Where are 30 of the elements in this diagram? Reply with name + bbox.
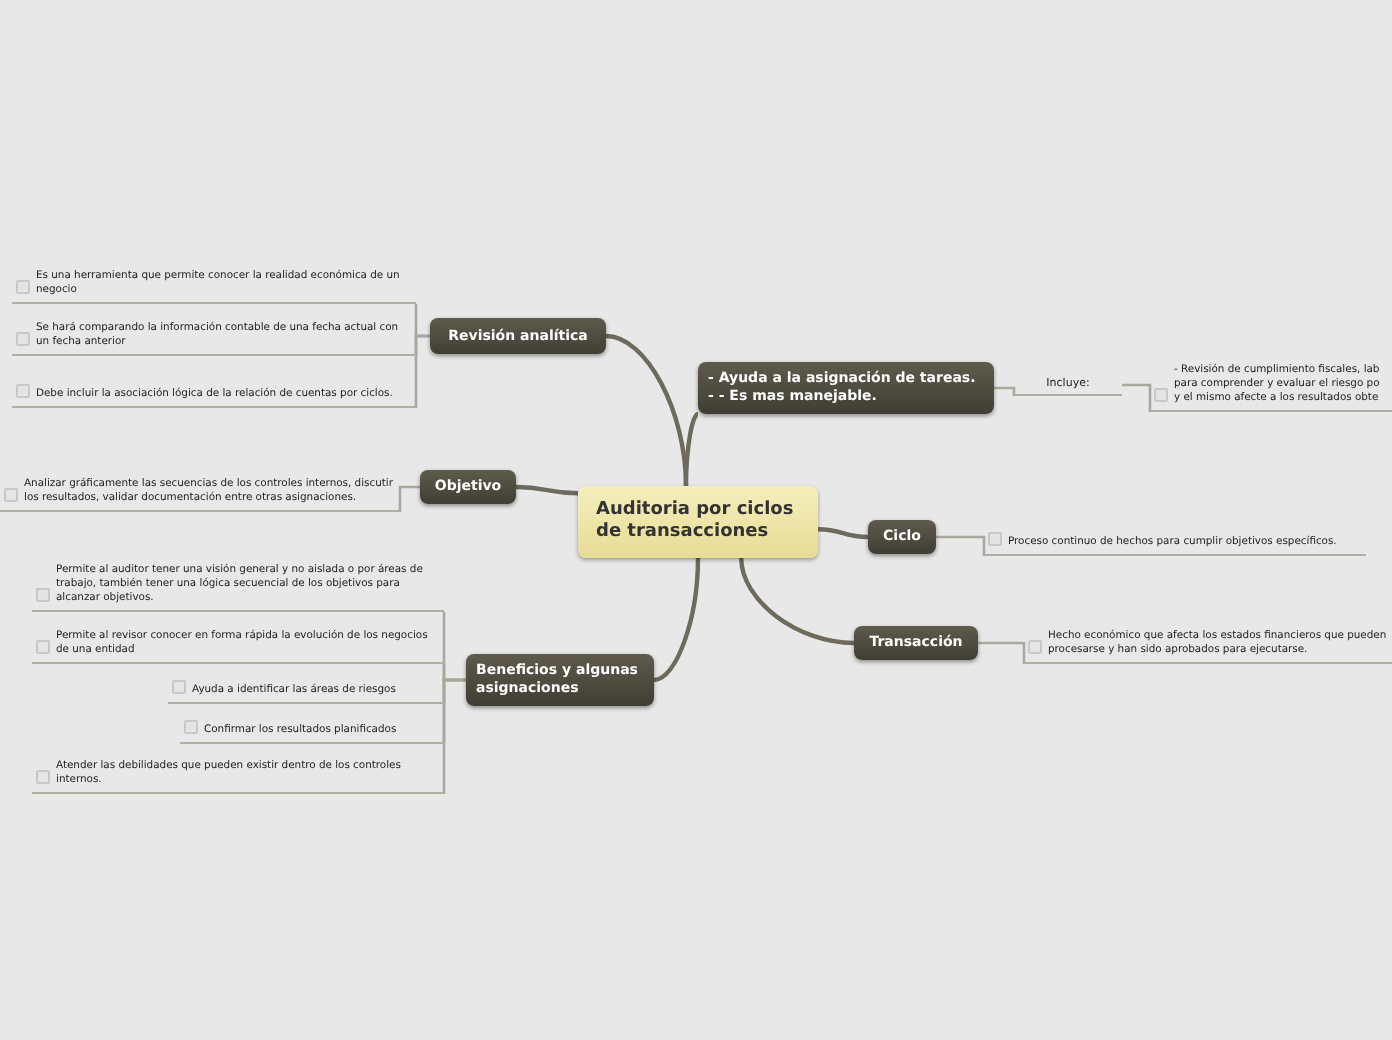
topic-box bbox=[854, 626, 978, 660]
subtopic-note bbox=[32, 564, 444, 612]
subtopic-note bbox=[1024, 626, 1392, 664]
subtopic-note bbox=[1150, 360, 1392, 412]
subtopic-note bbox=[12, 266, 416, 304]
topic-box bbox=[420, 470, 516, 504]
connector-line bbox=[398, 485, 420, 512]
connector-line bbox=[515, 484, 579, 496]
subtopic-label bbox=[1014, 374, 1122, 396]
subtopic-note bbox=[32, 626, 444, 664]
connector-line bbox=[414, 334, 430, 408]
topic-text: Auditoria por ciclos de transacciones bbox=[596, 500, 796, 544]
central-topic-box bbox=[578, 486, 818, 558]
topic-box bbox=[466, 654, 654, 706]
topic-box bbox=[698, 362, 994, 414]
connector-line bbox=[1122, 383, 1152, 412]
subtopic-note bbox=[168, 678, 444, 704]
subtopic-note bbox=[32, 756, 444, 794]
connector-line bbox=[978, 641, 1026, 664]
connector-line bbox=[442, 678, 466, 794]
topic-box bbox=[868, 520, 936, 554]
connector-line bbox=[653, 557, 701, 683]
subtopic-note bbox=[12, 318, 416, 356]
connector-line bbox=[936, 535, 986, 556]
connector-line bbox=[817, 527, 869, 540]
topic-box bbox=[430, 318, 606, 354]
connector-line bbox=[683, 412, 700, 487]
subtopic-note bbox=[180, 718, 444, 744]
connector-line bbox=[994, 386, 1016, 396]
connector-line bbox=[739, 557, 855, 646]
